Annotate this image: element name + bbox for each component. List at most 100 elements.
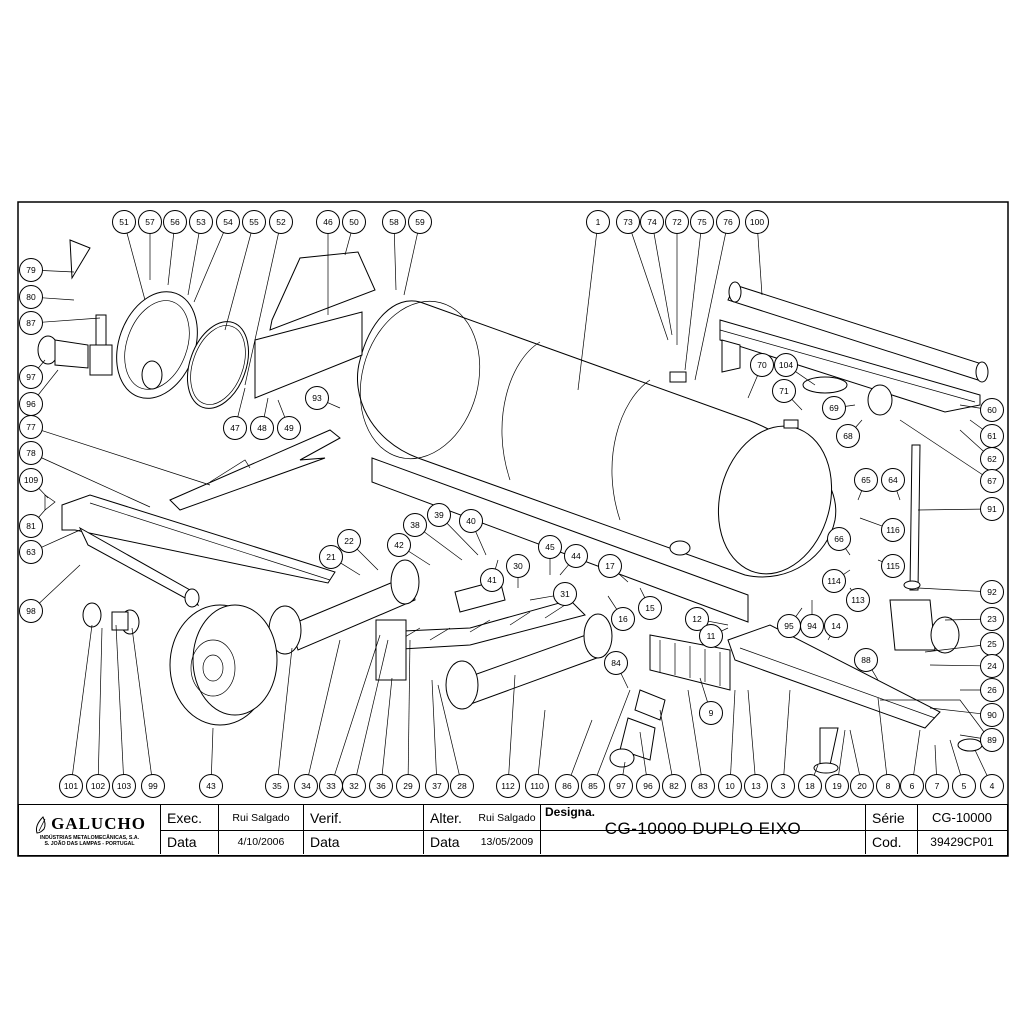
callout-54: 54: [216, 210, 240, 234]
leader-line-88: [871, 669, 879, 681]
leader-line-23: [944, 618, 981, 621]
callout-circle: [19, 311, 43, 335]
callout-number: 65: [861, 475, 871, 485]
callout-number: 97: [26, 372, 36, 382]
callout-circle: [980, 607, 1004, 631]
leader-line-28: [437, 684, 460, 775]
callout-circle: [19, 365, 43, 389]
callout-circle: [980, 654, 1004, 678]
leader-line-41: [494, 559, 499, 570]
callout-46: 46: [316, 210, 340, 234]
callout-24: 24: [980, 654, 1004, 678]
callout-circle: [716, 210, 740, 234]
leader-line-15: [639, 587, 646, 598]
callout-number: 26: [987, 685, 997, 695]
callout-circle: [772, 379, 796, 403]
callout-number: 101: [64, 781, 78, 791]
callout-3: 3: [771, 774, 795, 798]
callout-96: 96: [19, 392, 43, 416]
callout-circle: [854, 468, 878, 492]
callout-1: 1: [586, 210, 610, 234]
leader-line-83: [687, 689, 702, 775]
callout-number: 47: [230, 423, 240, 433]
exec-value: Rui Salgado: [219, 805, 304, 830]
leader-line-86: [570, 719, 593, 776]
callout-66: 66: [827, 527, 851, 551]
callout-number: 95: [784, 621, 794, 631]
callout-circle: [337, 529, 361, 553]
callout-8: 8: [876, 774, 900, 798]
callout-number: 109: [24, 475, 38, 485]
leader-line-84: [620, 673, 629, 689]
callout-85: 85: [581, 774, 605, 798]
leader-line-79: [42, 270, 75, 273]
callout-number: 93: [312, 393, 322, 403]
callout-number: 53: [196, 217, 206, 227]
leader-line-40: [475, 531, 487, 556]
callout-circle: [980, 703, 1004, 727]
callout-number: 22: [344, 536, 354, 546]
callout-number: 7: [935, 781, 940, 791]
drawing-frame: [17, 201, 1009, 857]
leader-line-76: [694, 233, 726, 381]
callout-56: 56: [163, 210, 187, 234]
leader-line-13: [747, 689, 756, 775]
callout-number: 31: [560, 589, 570, 599]
leader-line-47: [237, 387, 246, 417]
callout-103: 103: [112, 774, 136, 798]
callout-circle: [242, 210, 266, 234]
company-subtitle-1: INDÚSTRIAS METALOMECÂNICAS, S.A.: [39, 834, 140, 841]
callout-20: 20: [850, 774, 874, 798]
leader-line-80: [42, 297, 75, 301]
callout-circle: [636, 774, 660, 798]
callout-number: 75: [697, 217, 707, 227]
leader-line-53: [187, 233, 200, 296]
callout-67: 67: [980, 469, 1004, 493]
leader-line-56: [167, 233, 175, 286]
leader-line-17: [618, 573, 629, 583]
callout-circle: [980, 774, 1004, 798]
callout-68: 68: [836, 424, 860, 448]
callout-number: 23: [987, 614, 997, 624]
callout-16: 16: [611, 607, 635, 631]
callout-number: 98: [26, 606, 36, 616]
callout-circle: [980, 398, 1004, 422]
callout-number: 36: [376, 781, 386, 791]
callout-21: 21: [319, 545, 343, 569]
leader-line-50: [344, 233, 352, 256]
callout-circle: [774, 353, 798, 377]
callout-number: 58: [389, 217, 399, 227]
callout-circle: [316, 210, 340, 234]
callout-number: 83: [698, 781, 708, 791]
callout-number: 25: [987, 639, 997, 649]
callout-number: 71: [779, 386, 789, 396]
callout-circle: [854, 648, 878, 672]
callout-number: 21: [326, 552, 336, 562]
verif-date-label: Data: [304, 830, 424, 854]
callout-88: 88: [854, 648, 878, 672]
leader-line-21: [340, 562, 361, 576]
leader-line-66: [845, 548, 851, 556]
company-subtitle-2: S. JOÃO DAS LAMPAS - PORTUGAL: [44, 840, 135, 847]
callout-circle: [850, 774, 874, 798]
callout-circle: [881, 468, 905, 492]
callout-circle: [403, 513, 427, 537]
callout-23: 23: [980, 607, 1004, 631]
callout-55: 55: [242, 210, 266, 234]
exec-date-label: Data: [161, 830, 219, 854]
leader-line-68: [855, 419, 863, 428]
callout-93: 93: [305, 386, 329, 410]
callout-number: 84: [611, 658, 621, 668]
title-block: GALUCHO INDÚSTRIAS METALOMECÂNICAS, S.A.…: [18, 804, 1008, 856]
callout-circle: [836, 424, 860, 448]
callout-69: 69: [822, 396, 846, 420]
callout-59: 59: [408, 210, 432, 234]
callout-number: 3: [781, 781, 786, 791]
callout-circle: [822, 396, 846, 420]
leader-line-24: [929, 664, 981, 667]
callout-43: 43: [199, 774, 223, 798]
leader-line-16: [607, 595, 618, 610]
leader-line-63: [41, 529, 81, 548]
leader-line-43: [211, 727, 214, 775]
